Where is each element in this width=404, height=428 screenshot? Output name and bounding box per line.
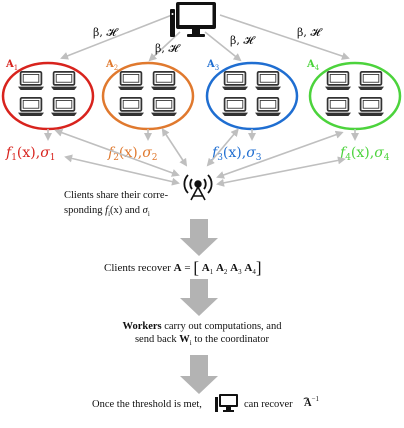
flow-arrows [180, 219, 218, 394]
cluster-down-arrows [44, 129, 359, 141]
cluster-function-labels: f1(x),σ1 f2(x),σ2 f3(x),σ3 f4(x),σ4 [5, 145, 390, 163]
arrow-to-a4 [219, 14, 350, 60]
cluster-a2-ellipse [101, 61, 195, 131]
laptop-icon [18, 70, 44, 91]
laptop-icon [325, 96, 351, 117]
cluster-a1-label: A1 [5, 59, 18, 72]
f4-sigma4-label: f4(x),σ4 [339, 145, 390, 163]
hub-arrow-a1-lower [64, 154, 180, 186]
flow-arrow-3 [180, 355, 218, 394]
hub-arrow-a2 [161, 127, 188, 167]
cluster-a3-label: A3 [206, 59, 219, 72]
desktop-computer-icon [170, 2, 216, 37]
laptop-icon [18, 96, 44, 117]
laptop-icon [151, 96, 177, 117]
share-line-1: Clients share their corre- [64, 190, 169, 201]
laptop-icon [222, 70, 248, 91]
coordinator-arrows [60, 14, 350, 62]
cluster-a4 [308, 61, 402, 131]
hub-arrows [54, 127, 346, 187]
f1-sigma1-label: f1(x),σ1 [5, 145, 56, 163]
laptop-icon [255, 70, 281, 91]
cluster-a2 [101, 61, 195, 131]
laptop-icon [51, 70, 77, 91]
laptop-icon [51, 96, 77, 117]
param-label-a2: β, 𝓗 [155, 42, 181, 55]
param-label-a1: β, 𝓗 [93, 26, 119, 39]
laptop-icon [255, 96, 281, 117]
antenna-broadcast-icon [183, 174, 213, 201]
laptop-icon [222, 96, 248, 117]
laptop-icon [358, 96, 384, 117]
param-label-a3: β, 𝓗 [230, 34, 256, 47]
laptop-icon [151, 70, 177, 91]
laptop-icon [358, 70, 384, 91]
flow-arrow-1 [180, 219, 218, 256]
hub-arrow-a4-lower [216, 156, 346, 187]
flow-arrow-2 [180, 279, 218, 316]
arrow-to-a3 [204, 31, 242, 62]
laptop-icon [325, 70, 351, 91]
param-label-a4: β, 𝓗 [297, 26, 323, 39]
cluster-a1-ellipse [1, 61, 95, 131]
workers-step-text: Workers carry out computations, and send… [122, 321, 282, 348]
a-inverse-hat: ⌢A−1 [303, 392, 320, 409]
arrow-to-a2 [148, 31, 181, 62]
f3-sigma3-label: f3(x),σ3 [211, 145, 262, 163]
cluster-a4-label: A4 [306, 59, 320, 72]
desktop-computer-icon [215, 394, 238, 412]
cluster-a3 [205, 61, 299, 131]
laptop-icon [118, 96, 144, 117]
f2-sigma2-label: f2(x),σ2 [107, 145, 158, 163]
share-step-text: Clients share their corre- sponding fi(x… [64, 188, 194, 222]
parameter-labels: β, 𝓗 β, 𝓗 β, 𝓗 β, 𝓗 [93, 26, 323, 55]
cluster-a4-ellipse [308, 61, 402, 131]
share-line-2: sponding fi(x) and σi [64, 205, 150, 219]
arrow-to-a1 [60, 14, 173, 60]
cluster-a1 [1, 61, 95, 131]
cluster-a3-ellipse [205, 61, 299, 131]
laptop-icon [118, 70, 144, 91]
cluster-a2-label: A2 [105, 59, 118, 72]
recover-step-text: Clients recover A = [ A1 A2 A3 A4] [104, 258, 262, 277]
